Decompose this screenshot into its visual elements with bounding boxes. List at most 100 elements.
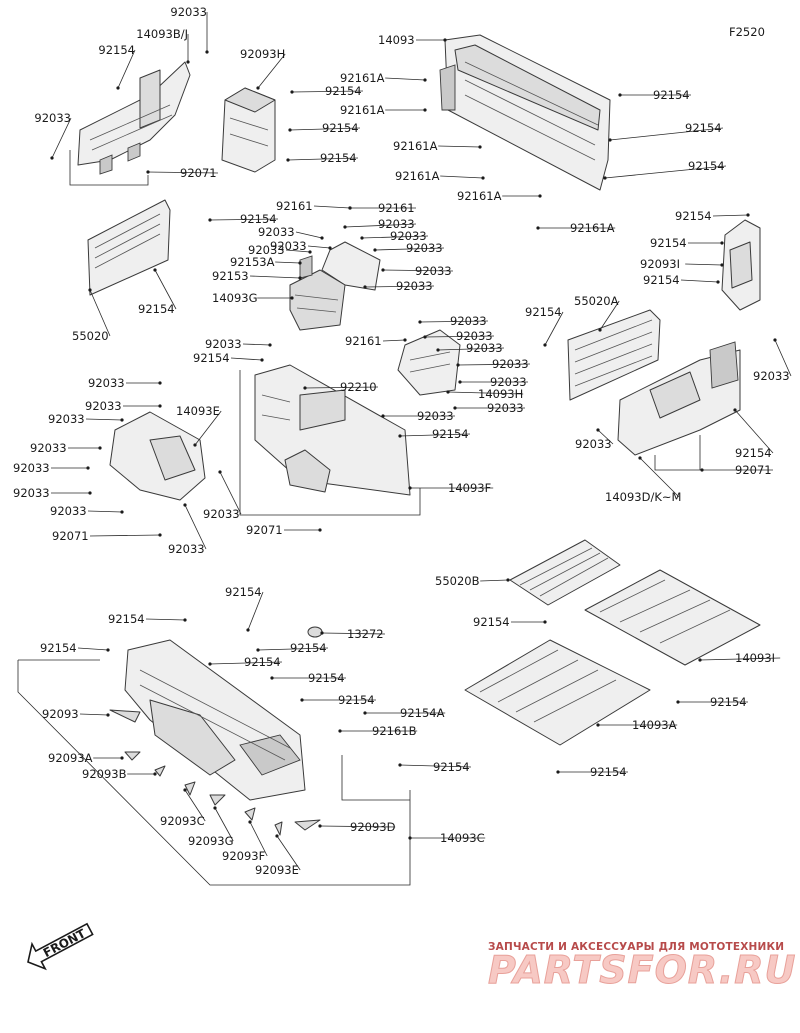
leader-line: [639, 457, 680, 498]
leader-line: [276, 835, 301, 871]
leader-line: [79, 713, 109, 716]
part-number-label: 92161: [345, 334, 382, 348]
watermark-tagline: ЗАПЧАСТИ И АКСЕССУАРЫ ДЛЯ МОТОТЕХНИКИ: [488, 941, 784, 953]
part-labels: 9203314093B/J92154920339207192093H921549…: [13, 5, 792, 877]
leader-dot: [698, 658, 702, 662]
leader-dot: [120, 510, 124, 514]
leader-dot: [106, 648, 110, 652]
leader-dot: [403, 338, 407, 342]
leader-dot: [186, 60, 190, 64]
leader-line: [319, 825, 396, 828]
part-number-label: 92161A: [395, 169, 440, 183]
leader-line: [597, 429, 614, 445]
part-number-label: 14093: [378, 33, 415, 47]
part-number-label: 14093D/K~M: [605, 490, 681, 504]
leader-line: [117, 49, 136, 89]
part-number-label: 92154: [473, 615, 510, 629]
leader-dot: [300, 698, 304, 702]
leader-line: [194, 410, 222, 446]
leader-line: [480, 579, 509, 582]
part-number-label: 92161A: [340, 103, 385, 117]
part-number-label: 92210: [340, 380, 377, 394]
part-number-label: 14093E: [176, 404, 220, 418]
part-number-label: 92153: [212, 269, 249, 283]
part-number-label: 92154: [225, 585, 262, 599]
part-number-label: 92033: [13, 486, 50, 500]
leader-line: [447, 391, 524, 395]
leader-line: [734, 409, 774, 454]
box-cover-92093h: [221, 87, 276, 173]
seat-box-assembly: [289, 241, 381, 331]
leader-dot: [556, 770, 560, 774]
leader-dot: [436, 348, 440, 352]
part-number-label: 13272: [347, 627, 384, 641]
leader-dot: [158, 381, 162, 385]
part-number-label: 14093B/J: [136, 27, 188, 41]
net-panel-55020a: [567, 309, 661, 401]
part-number-label: 92154: [643, 273, 680, 287]
leader-line: [313, 205, 351, 209]
part-number-label: 92154: [432, 427, 469, 441]
leader-line: [89, 289, 111, 337]
leader-dot: [318, 528, 322, 532]
part-number-label: 92033: [390, 229, 427, 243]
part-number-label: 92033: [85, 399, 122, 413]
leader-dot: [408, 486, 412, 490]
part-number-label: 92093I: [640, 257, 680, 271]
side-panel-14093e: [109, 411, 206, 501]
part-number-label: 92093A: [48, 751, 93, 765]
part-number-label: 92093E: [255, 863, 299, 877]
leader-line: [209, 661, 283, 665]
part-number-label: 92161A: [570, 221, 615, 235]
part-number-label: 92154: [433, 760, 470, 774]
leader-dot: [308, 250, 312, 254]
part-number-label: 14093F: [448, 481, 491, 495]
leader-dot: [328, 246, 332, 250]
bracket-92093i: [721, 219, 761, 311]
side-panel-left-upper: [77, 61, 191, 175]
leader-line: [287, 157, 359, 161]
part-number-label: 92154: [338, 693, 375, 707]
leader-line: [85, 418, 123, 421]
leader-dot: [481, 176, 485, 180]
leader-dot: [120, 418, 124, 422]
part-number-label: 92033: [415, 264, 452, 278]
leader-dot: [543, 620, 547, 624]
leader-dot: [268, 343, 272, 347]
figure-code: F2520: [729, 25, 765, 39]
part-number-label: 92093G: [188, 834, 234, 848]
leader-dot: [288, 128, 292, 132]
leader-lines: [17, 150, 701, 886]
part-number-label: 92033: [487, 401, 524, 415]
leader-dot: [270, 676, 274, 680]
leader-line: [685, 263, 723, 266]
leader-dot: [298, 276, 302, 280]
leader-line: [321, 632, 386, 635]
leader-line: [361, 235, 429, 239]
part-number-label: 92033: [30, 441, 67, 455]
part-number-label: 92161A: [457, 189, 502, 203]
leader-line: [289, 127, 361, 131]
leader-dot: [478, 145, 482, 149]
part-number-label: 92093H: [240, 47, 285, 61]
leader-line: [209, 218, 279, 221]
leader-dot: [381, 414, 385, 418]
leader-dot: [348, 206, 352, 210]
part-number-label: 92154: [244, 655, 281, 669]
part-number-label: 92071: [180, 166, 217, 180]
leader-dot: [343, 225, 347, 229]
leader-line: [51, 117, 72, 159]
part-number-label: 92154: [98, 43, 135, 57]
leader-dot: [88, 288, 92, 292]
part-number-label: 92154: [138, 302, 175, 316]
part-number-label: 92154: [710, 695, 747, 709]
leader-dot: [213, 806, 217, 810]
part-number-label: 92033: [466, 341, 503, 355]
leader-line: [304, 386, 379, 389]
leader-dot: [256, 86, 260, 90]
part-number-label: 92033: [753, 369, 790, 383]
leader-dot: [193, 443, 197, 447]
leader-dot: [423, 335, 427, 339]
leader-dot: [338, 729, 342, 733]
support-14093h: [397, 329, 461, 396]
